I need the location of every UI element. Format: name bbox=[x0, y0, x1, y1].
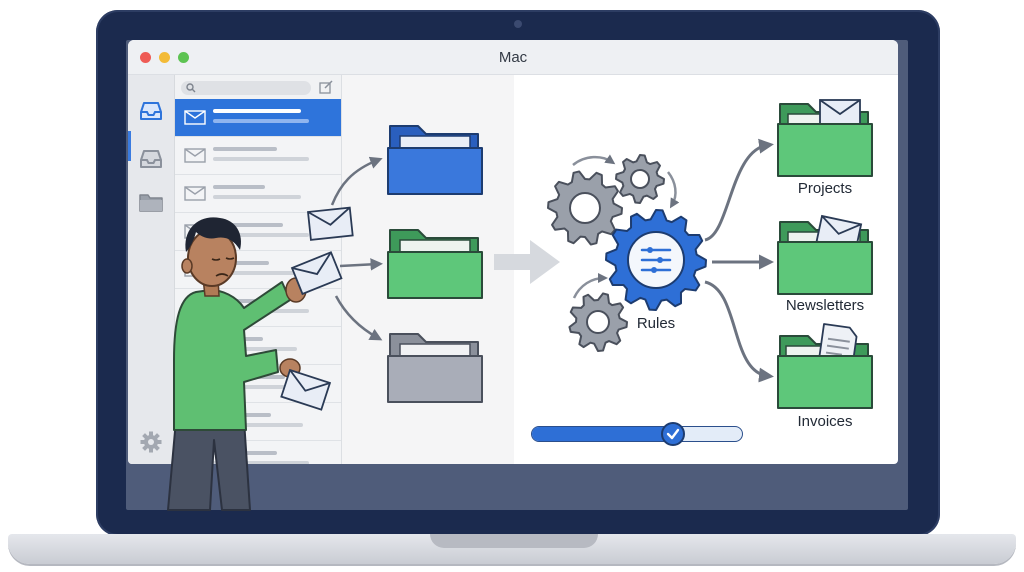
envelope-icon bbox=[184, 148, 206, 163]
message-subject-placeholder bbox=[213, 223, 283, 227]
sort-arrow-to-blue bbox=[330, 156, 383, 206]
envelope-icon bbox=[290, 251, 343, 296]
green-folder-icon bbox=[387, 229, 483, 299]
sort-arrow-to-green bbox=[339, 258, 383, 271]
destination-label-newsletters: Newsletters bbox=[785, 297, 865, 314]
sorting-progress-bar bbox=[531, 426, 743, 442]
person-shirt bbox=[173, 281, 291, 431]
destination-label-projects: Projects bbox=[797, 180, 853, 197]
message-preview-placeholder bbox=[213, 157, 309, 161]
rotate-arrow-icon bbox=[666, 171, 680, 209]
message-preview-placeholder bbox=[213, 233, 309, 237]
webcam-icon bbox=[514, 20, 522, 28]
envelope-icon bbox=[280, 368, 332, 411]
title-bar: Mac bbox=[128, 40, 898, 75]
close-window-button[interactable] bbox=[140, 52, 151, 63]
message-row[interactable] bbox=[175, 99, 341, 137]
sort-arrow-to-gray bbox=[334, 295, 383, 341]
message-preview-placeholder bbox=[213, 195, 301, 199]
message-preview-placeholder bbox=[213, 423, 303, 427]
message-preview-placeholder bbox=[213, 461, 309, 464]
gear-icon[interactable] bbox=[138, 430, 164, 454]
archive-tray-icon[interactable] bbox=[138, 147, 164, 171]
person-figure bbox=[167, 217, 307, 511]
rules-label: Rules bbox=[636, 315, 676, 332]
message-preview-placeholder bbox=[213, 119, 309, 123]
process-arrow-icon bbox=[494, 240, 560, 284]
gray-folder-icon bbox=[387, 333, 483, 403]
compose-icon[interactable] bbox=[319, 80, 333, 94]
rotate-arrow-icon bbox=[572, 273, 608, 299]
zoom-window-button[interactable] bbox=[178, 52, 189, 63]
gear-icon bbox=[547, 170, 623, 246]
blue-folder-icon bbox=[387, 125, 483, 195]
envelope-icon bbox=[307, 206, 354, 241]
checkmark-icon bbox=[661, 422, 686, 446]
message-row[interactable] bbox=[175, 175, 341, 213]
invoices-folder-icon bbox=[777, 323, 873, 409]
output-arrow-invoices bbox=[704, 280, 774, 383]
message-preview-placeholder bbox=[213, 271, 303, 275]
destination-label-invoices: Invoices bbox=[797, 413, 853, 430]
folder-icon[interactable] bbox=[138, 190, 164, 214]
rotate-arrow-icon bbox=[572, 154, 616, 166]
output-arrow-projects bbox=[704, 138, 774, 242]
message-subject-placeholder bbox=[213, 299, 279, 303]
search-icon bbox=[186, 83, 196, 93]
window-title: Mac bbox=[498, 49, 528, 66]
person-hair bbox=[185, 217, 242, 252]
message-subject-placeholder bbox=[213, 109, 301, 113]
message-preview-placeholder bbox=[213, 385, 309, 389]
gear-icon bbox=[568, 292, 628, 352]
minimize-window-button[interactable] bbox=[159, 52, 170, 63]
message-subject-placeholder bbox=[213, 147, 277, 151]
progress-fill bbox=[532, 427, 675, 441]
gear-icon bbox=[615, 154, 665, 204]
envelope-icon bbox=[184, 110, 206, 125]
envelope-icon bbox=[184, 186, 206, 201]
inbox-tray-icon[interactable] bbox=[138, 99, 164, 123]
message-subject-placeholder bbox=[213, 185, 265, 189]
laptop-hinge-notch bbox=[430, 534, 598, 548]
message-subject-placeholder bbox=[213, 261, 269, 265]
newsletters-folder-icon bbox=[777, 214, 873, 295]
filter-list-icon bbox=[627, 231, 685, 289]
search-input[interactable] bbox=[181, 81, 311, 95]
message-preview-placeholder bbox=[213, 347, 297, 351]
sidebar-active-indicator bbox=[128, 131, 131, 161]
person-legs bbox=[167, 419, 251, 511]
message-row[interactable] bbox=[175, 137, 341, 175]
projects-folder-icon bbox=[777, 99, 873, 177]
sidebar-rail bbox=[128, 75, 175, 464]
